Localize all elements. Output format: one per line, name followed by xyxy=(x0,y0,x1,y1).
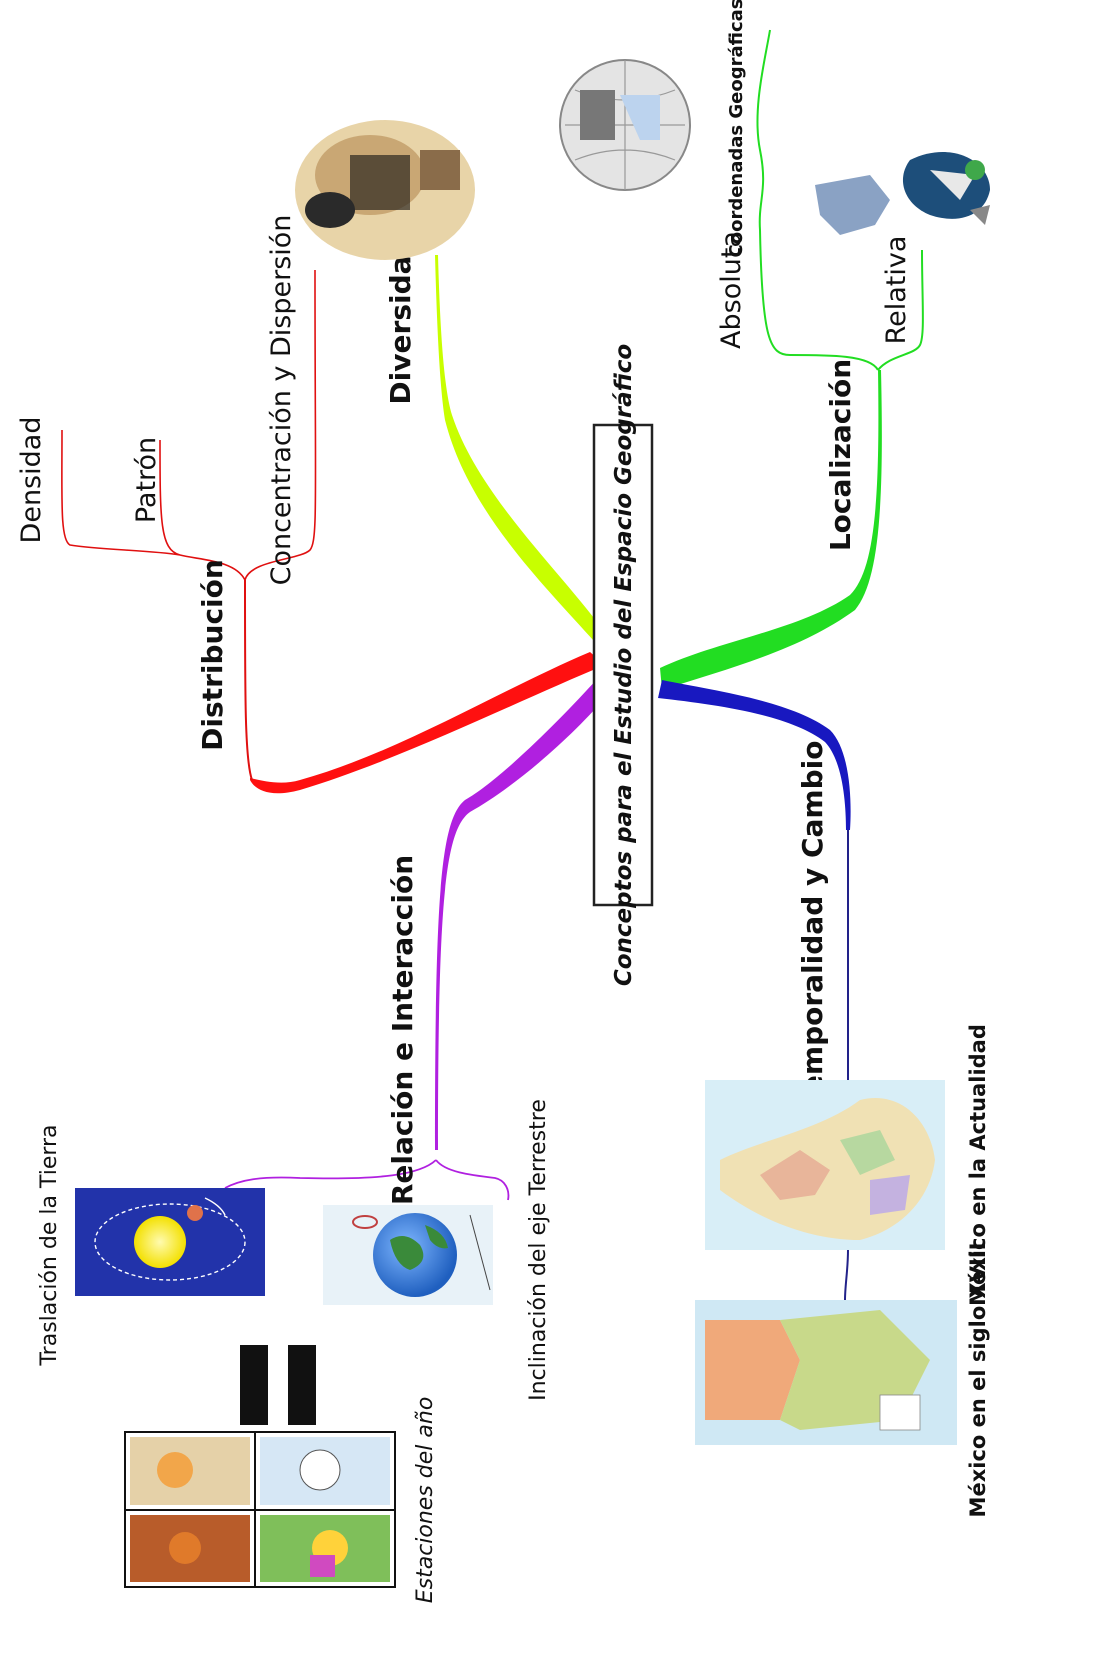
temporalidad-child-siglo: México en el siglo XVIII xyxy=(966,1243,990,1518)
coordinates-globe-image xyxy=(559,59,691,191)
branch-relacion-shape xyxy=(435,678,610,1150)
localizacion-child-absoluta: Absoluta xyxy=(716,231,747,349)
central-topic-label: Conceptos para el Estudio del Espacio Ge… xyxy=(611,344,637,986)
distribucion-child-concentracion: Concentración y Dispersión xyxy=(266,215,297,586)
branch-temporalidad-line xyxy=(844,830,849,1301)
branch-diversidad-label: Diversidad xyxy=(384,235,417,404)
mexico-siglo-xviii-map xyxy=(695,1300,957,1445)
mexico-actualidad-map xyxy=(705,1080,945,1250)
branch-relacion-split xyxy=(224,1159,510,1201)
localizacion-child-relativa: Relativa xyxy=(881,236,912,345)
localizacion-sub-coordenadas: Coordenadas Geográficas xyxy=(726,0,747,258)
inclinacion-image xyxy=(323,1205,493,1305)
distribucion-child-densidad: Densidad xyxy=(16,417,47,544)
branch-distribucion-shape xyxy=(250,652,605,794)
branch-distribucion-split xyxy=(61,269,317,581)
central-topic: Conceptos para el Estudio del Espacio Ge… xyxy=(592,344,654,986)
diversidad-photo xyxy=(295,120,475,260)
branch-localizacion-label: Localización xyxy=(824,359,857,551)
relacion-child-traslacion: Traslación de la Tierra xyxy=(37,1124,62,1366)
branch-distribucion-line xyxy=(244,579,253,781)
branch-localizacion-split xyxy=(756,29,924,371)
branch-diversidad-shape xyxy=(435,255,610,655)
distribucion-child-patron: Patrón xyxy=(131,437,162,523)
branch-temporalidad-label: Temporalidad y Cambio xyxy=(796,741,829,1110)
temporalidad-child-actualidad: México en la Actualidad xyxy=(966,1024,990,1306)
relacion-child-inclinacion: Inclinación del eje Terrestre xyxy=(526,1099,551,1401)
branch-distribucion-label: Distribución xyxy=(196,559,229,751)
equals-sign xyxy=(240,1345,316,1425)
branch-temporalidad-shape xyxy=(658,680,851,830)
branch-relacion-label: Relación e Interacción xyxy=(386,855,419,1205)
traslacion-image xyxy=(75,1188,265,1296)
seasons-caption: Estaciones del año xyxy=(413,1397,438,1604)
branch-localizacion-shape xyxy=(660,370,882,690)
relative-location-map xyxy=(815,151,990,235)
seasons-image xyxy=(124,1431,396,1588)
